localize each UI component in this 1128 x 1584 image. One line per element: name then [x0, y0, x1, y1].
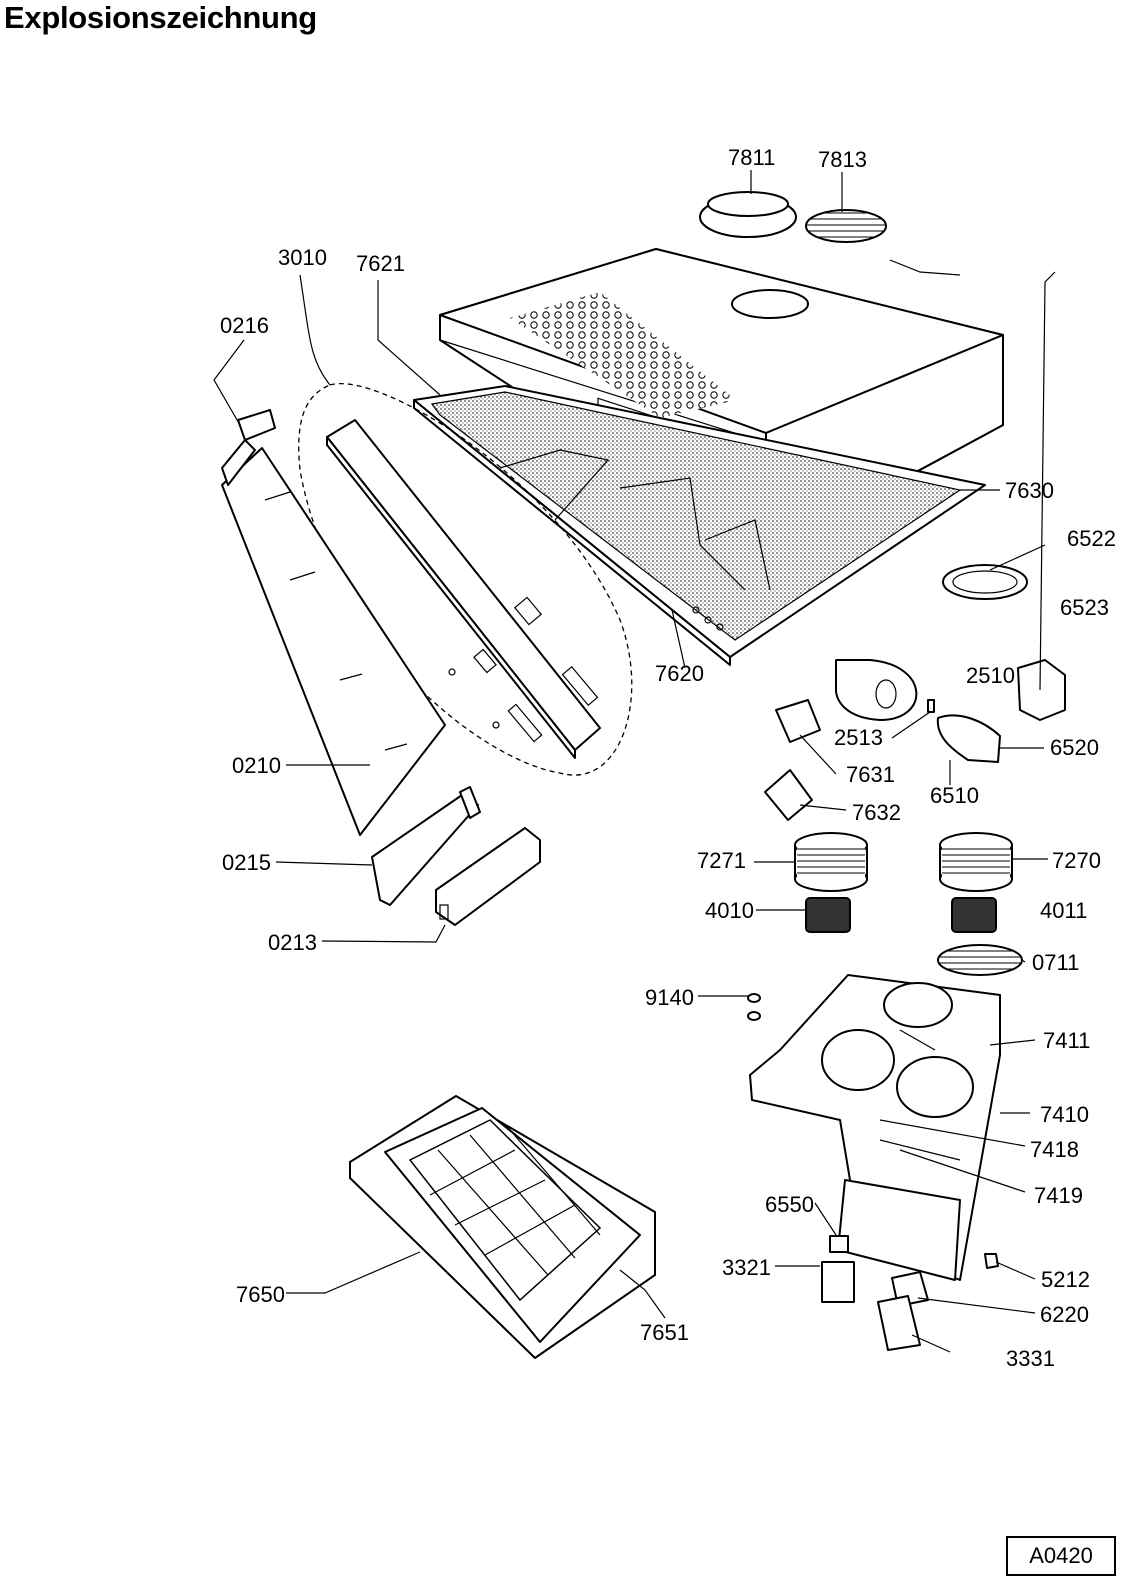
grille-0711	[937, 944, 1023, 976]
label-3331: 3331	[1006, 1346, 1055, 1371]
label-0210: 0210	[232, 753, 281, 778]
label-2513: 2513	[834, 725, 883, 750]
label-4010: 4010	[705, 898, 754, 923]
fan-housing-7410	[749, 974, 1001, 1281]
label-9140: 9140	[645, 985, 694, 1010]
label-7651: 7651	[640, 1320, 689, 1345]
glass-visor	[221, 447, 446, 836]
grease-filter-tray	[413, 385, 986, 666]
label-7410: 7410	[1040, 1102, 1089, 1127]
visor-bracket-0215	[371, 786, 481, 906]
fan-wheel-7271	[794, 832, 868, 892]
label-7271: 7271	[697, 848, 746, 873]
carbon-filter-cover-7811	[699, 191, 797, 238]
filter-frame-7650	[349, 1095, 656, 1359]
lamp-bulb-6520	[936, 714, 1001, 763]
leader-lines	[213, 170, 1056, 1353]
label-7650: 7650	[236, 1282, 285, 1307]
part-labels: 7811 7813 3010 7621 0216 7630 6522 6523 …	[220, 145, 1116, 1371]
label-6523: 6523	[1060, 595, 1109, 620]
screw-2513	[927, 699, 935, 713]
label-2510: 2510	[966, 663, 1015, 688]
lamp-switch-6550	[829, 1235, 849, 1253]
label-7418: 7418	[1030, 1137, 1079, 1162]
motor-4010	[805, 897, 851, 933]
control-panel-assembly	[298, 383, 633, 776]
label-7813: 7813	[818, 147, 867, 172]
nuts-9140	[747, 993, 761, 1021]
drawing-code: A0420	[1006, 1536, 1116, 1576]
label-5212: 5212	[1041, 1267, 1090, 1292]
label-0213: 0213	[268, 930, 317, 955]
motor-4011	[951, 897, 997, 933]
label-6550: 6550	[765, 1192, 814, 1217]
label-0711: 0711	[1032, 950, 1079, 975]
fan-wheel-7270	[939, 832, 1013, 892]
label-7620: 7620	[655, 661, 704, 686]
clip-3321	[821, 1261, 855, 1303]
clip-3331	[877, 1295, 921, 1351]
label-7411: 7411	[1043, 1028, 1090, 1053]
page-title: Explosionszeichnung	[4, 0, 317, 35]
visor-clip-0216	[221, 409, 276, 486]
label-7419: 7419	[1034, 1183, 1083, 1208]
visor-holder-0213	[435, 827, 541, 926]
clip-7632	[764, 769, 813, 821]
nut-5212	[984, 1253, 999, 1269]
label-7631: 7631	[846, 762, 895, 787]
label-6220: 6220	[1040, 1302, 1089, 1327]
lamp-holder-6522	[942, 564, 1028, 600]
label-7630: 7630	[1005, 478, 1054, 503]
label-6522: 6522	[1067, 526, 1116, 551]
label-3010: 3010	[278, 245, 327, 270]
label-6510: 6510	[930, 783, 979, 808]
carbon-filter-mesh-7813	[805, 209, 887, 243]
label-7270: 7270	[1052, 848, 1101, 873]
label-3321: 3321	[722, 1255, 771, 1280]
label-7632: 7632	[852, 800, 901, 825]
label-0216: 0216	[220, 313, 269, 338]
label-4011: 4011	[1040, 898, 1087, 923]
switch-6523	[1017, 659, 1066, 721]
label-0215: 0215	[222, 850, 271, 875]
label-6520: 6520	[1050, 735, 1099, 760]
lamp-cover-2510	[835, 659, 918, 721]
clip-7631	[775, 699, 821, 743]
label-7811: 7811	[728, 145, 775, 170]
label-7621: 7621	[356, 251, 405, 276]
